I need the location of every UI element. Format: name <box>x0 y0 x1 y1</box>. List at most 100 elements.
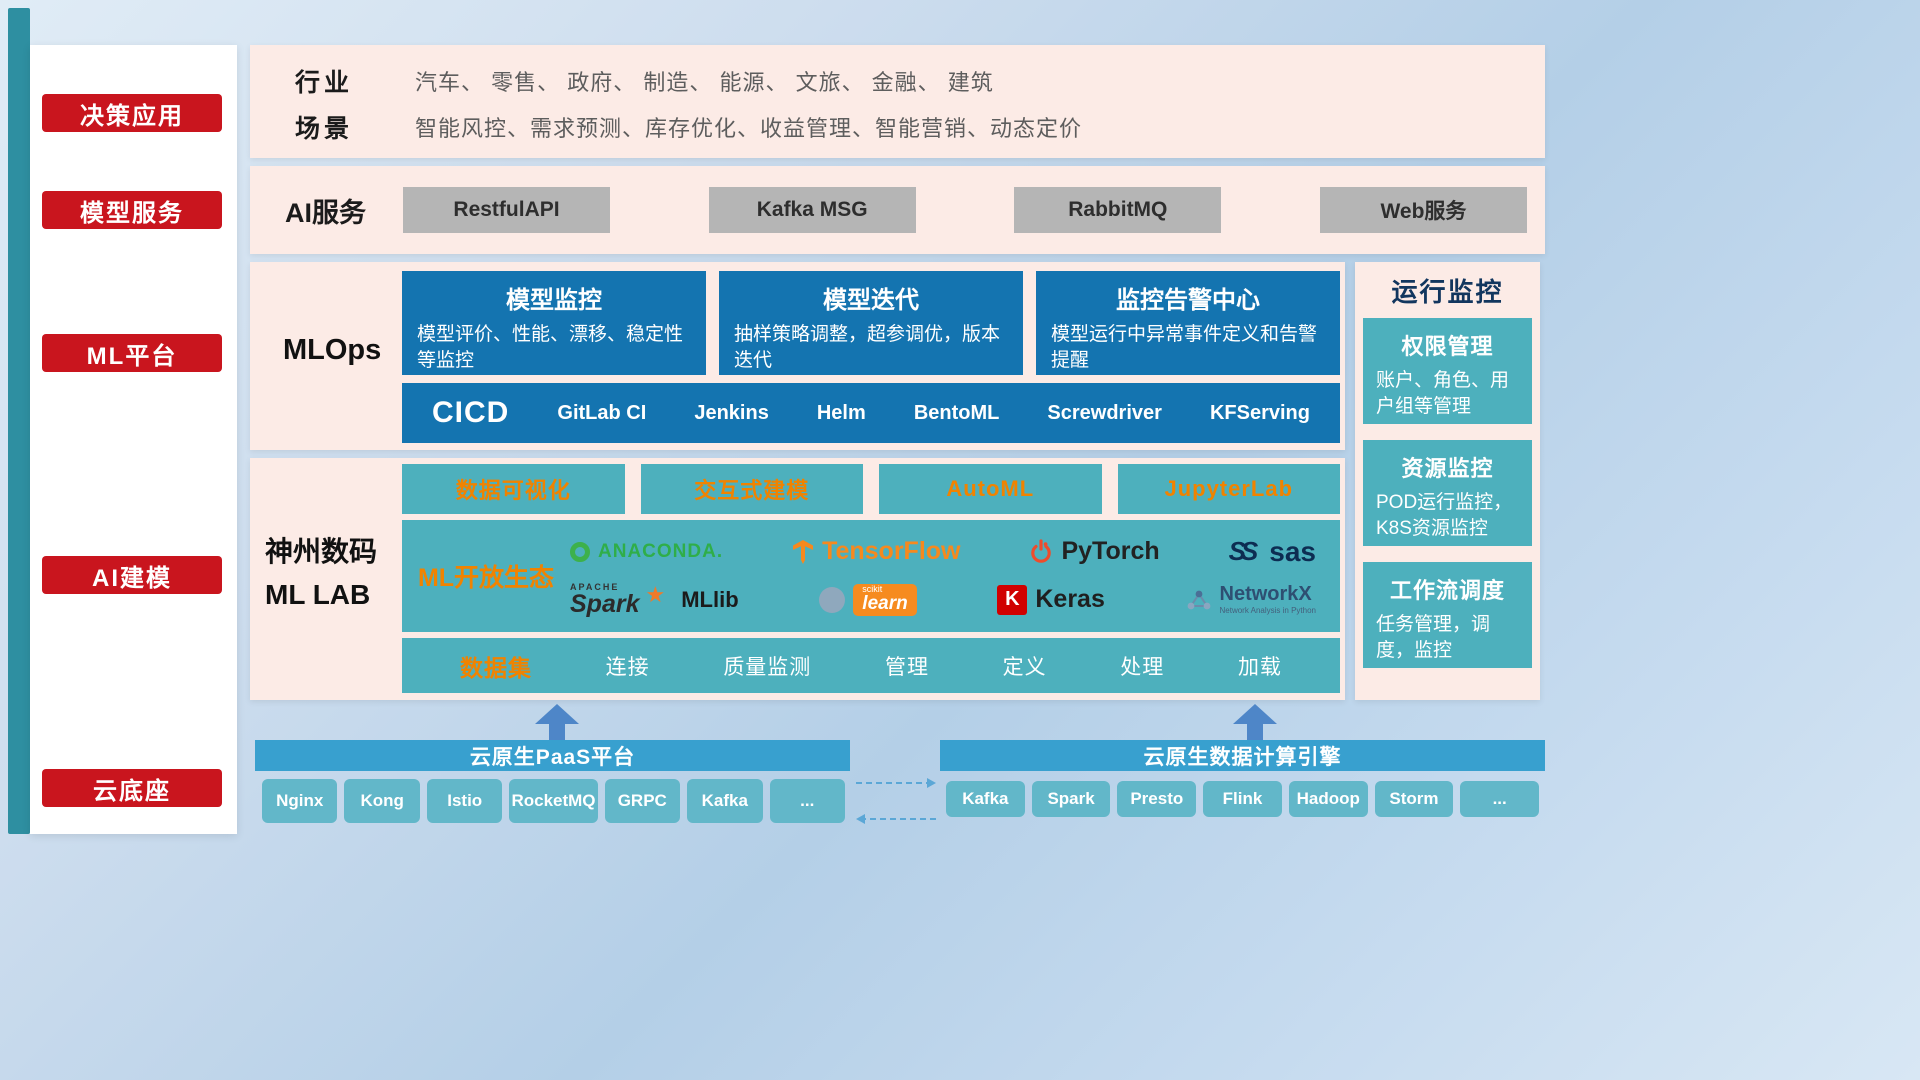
sidebar-item-cloud-base[interactable]: 云底座 <box>42 769 222 807</box>
logo-row: APACHE Spark ★ MLlib scikit learn <box>570 581 1316 618</box>
scikit-learn-icon: scikit learn <box>853 583 917 616</box>
scikit-circle-icon <box>819 586 846 613</box>
scikit-label: scikit <box>862 583 883 594</box>
logo-row: ANACONDA. TensorFlow <box>570 536 1316 568</box>
sidebar-item-decision-apps[interactable]: 决策应用 <box>42 94 222 132</box>
anaconda-label: ANACONDA. <box>598 540 724 562</box>
rabbitmq-button[interactable]: RabbitMQ <box>1014 187 1222 233</box>
industry-label: 行业 <box>295 69 354 97</box>
tensorflow-label: TensorFlow <box>822 537 961 565</box>
engine-chips: Kafka Spark Presto Flink Hadoop Storm ..… <box>946 781 1540 817</box>
mllab-label-line2: ML LAB <box>265 579 371 611</box>
chip-kong[interactable]: Kong <box>344 779 420 823</box>
apache-label: APACHE <box>570 581 620 592</box>
arrow-stem <box>1247 724 1263 740</box>
restfulapi-button[interactable]: RestfulAPI <box>403 187 610 233</box>
mllab-label: 神州数码 ML LAB <box>265 530 400 617</box>
card-title: 模型监控 <box>506 287 602 314</box>
card-title: 资源监控 <box>1401 456 1494 481</box>
chip-nginx[interactable]: Nginx <box>262 779 338 823</box>
kafka-msg-button[interactable]: Kafka MSG <box>708 187 916 233</box>
mllab-tools: 数据可视化 交互式建模 AutoML JupyterLab <box>402 464 1340 514</box>
sas-label: sas <box>1269 535 1316 567</box>
runtime-monitor-column: 运行监控 权限管理 账户、角色、用户组等管理 资源监控 POD运行监控，K8S资… <box>1355 262 1540 700</box>
pytorch-logo: PyTorch <box>1029 537 1160 566</box>
ai-service-label: AI服务 <box>285 197 366 228</box>
pytorch-label: PyTorch <box>1061 537 1160 565</box>
paas-chips: Nginx Kong Istio RocketMQ GRPC Kafka ... <box>262 779 845 823</box>
dataset-item-load: 加载 <box>1237 655 1282 679</box>
keras-logo: K Keras <box>997 584 1105 615</box>
interactive-modeling-box[interactable]: 交互式建模 <box>640 464 863 514</box>
chip-grpc[interactable]: GRPC <box>604 779 681 823</box>
permission-management-card: 权限管理 账户、角色、用户组等管理 <box>1363 318 1532 424</box>
pytorch-icon <box>1031 538 1052 563</box>
chip-presto[interactable]: Presto <box>1117 781 1197 817</box>
chip-kafka2[interactable]: Kafka <box>946 781 1025 817</box>
up-arrow-icon <box>535 704 579 740</box>
cicd-label: CICD <box>432 396 510 429</box>
chip-storm[interactable]: Storm <box>1374 781 1454 817</box>
arrow-head <box>856 814 865 824</box>
mllib-label: MLlib <box>681 586 739 612</box>
paas-platform-bar: 云原生PaaS平台 <box>255 740 850 771</box>
spark-wordmark: APACHE Spark <box>570 581 640 618</box>
arrow-stem <box>549 724 565 740</box>
networkx-logo: NetworkX Network Analysis in Python <box>1186 583 1316 615</box>
chip-flink[interactable]: Flink <box>1203 781 1282 817</box>
arrow-head <box>535 704 579 724</box>
resource-monitor-card: 资源监控 POD运行监控，K8S资源监控 <box>1363 440 1532 546</box>
sidebar-item-model-service[interactable]: 模型服务 <box>42 191 222 229</box>
spark-label: Spark <box>570 589 640 618</box>
dashed-arrow-right-icon <box>856 778 936 788</box>
sidebar-item-ml-platform[interactable]: ML平台 <box>42 334 222 372</box>
jupyterlab-box[interactable]: JupyterLab <box>1117 464 1340 514</box>
scenario-values: 智能风控、需求预测、库存优化、收益管理、智能营销、动态定价 <box>415 116 1083 141</box>
workflow-scheduler-card: 工作流调度 任务管理，调度，监控 <box>1363 562 1532 668</box>
data-engine-bar: 云原生数据计算引擎 <box>940 740 1545 771</box>
cicd-item-helm: Helm <box>816 401 866 424</box>
chip-more[interactable]: ... <box>769 779 845 823</box>
dataset-item-quality: 质量监测 <box>723 655 812 679</box>
ml-ecosystem-box: ML开放生态 ANACONDA. TensorFlow <box>402 520 1340 632</box>
keras-label: Keras <box>1035 585 1105 613</box>
chip-more2[interactable]: ... <box>1460 781 1540 817</box>
industry-row: 行业 汽车、 零售、 政府、 制造、 能源、 文旅、 金融、 建筑 <box>250 59 1545 103</box>
dataset-item-connect: 连接 <box>605 655 650 679</box>
dataset-item-manage: 管理 <box>884 655 929 679</box>
sas-icon: SS <box>1228 536 1259 566</box>
cicd-item-bentoml: BentoML <box>913 401 1000 424</box>
left-edge-strip <box>8 8 30 834</box>
mlops-cards: 模型监控 模型评价、性能、漂移、稳定性等监控 模型迭代 抽样策略调整，超参调优，… <box>402 271 1340 375</box>
card-body: 模型运行中异常事件定义和告警提醒 <box>1051 324 1318 371</box>
web-service-button[interactable]: Web服务 <box>1319 187 1527 233</box>
mllab-label-line1: 神州数码 <box>265 536 378 567</box>
card-title: 权限管理 <box>1401 334 1494 359</box>
learn-label: learn <box>862 592 908 614</box>
chip-spark[interactable]: Spark <box>1031 781 1111 817</box>
mllab-band: 神州数码 ML LAB 数据可视化 交互式建模 AutoML JupyterLa… <box>250 458 1345 700</box>
model-iteration-card: 模型迭代 抽样策略调整，超参调优，版本迭代 <box>719 271 1023 375</box>
sas-logo: SS sas <box>1229 536 1316 568</box>
mlops-band: MLOps 模型监控 模型评价、性能、漂移、稳定性等监控 模型迭代 抽样策略调整… <box>250 262 1345 450</box>
chip-hadoop[interactable]: Hadoop <box>1288 781 1368 817</box>
tensorflow-icon <box>793 539 814 564</box>
chip-rocketmq[interactable]: RocketMQ <box>509 779 598 823</box>
chip-kafka[interactable]: Kafka <box>687 779 763 823</box>
card-body: 账户、角色、用户组等管理 <box>1376 370 1510 417</box>
scenario-row: 场景 智能风控、需求预测、库存优化、收益管理、智能营销、动态定价 <box>250 105 1545 149</box>
dataset-item-process: 处理 <box>1120 655 1165 679</box>
data-visualization-box[interactable]: 数据可视化 <box>402 464 625 514</box>
cicd-item-gitlab-ci: GitLab CI <box>557 401 647 424</box>
cicd-bar: CICD GitLab CI Jenkins Helm BentoML Scre… <box>402 383 1340 443</box>
runtime-monitor-title: 运行监控 <box>1391 277 1504 307</box>
card-body: 抽样策略调整，超参调优，版本迭代 <box>734 324 1001 371</box>
dataset-item-define: 定义 <box>1002 655 1047 679</box>
chip-istio[interactable]: Istio <box>426 779 503 823</box>
keras-icon: K <box>997 584 1028 615</box>
mlops-label: MLOps <box>283 334 382 366</box>
card-title: 监控告警中心 <box>1116 287 1260 314</box>
scenario-label: 场景 <box>295 115 354 143</box>
automl-box[interactable]: AutoML <box>879 464 1102 514</box>
sidebar-item-ai-modeling[interactable]: AI建模 <box>42 556 222 594</box>
